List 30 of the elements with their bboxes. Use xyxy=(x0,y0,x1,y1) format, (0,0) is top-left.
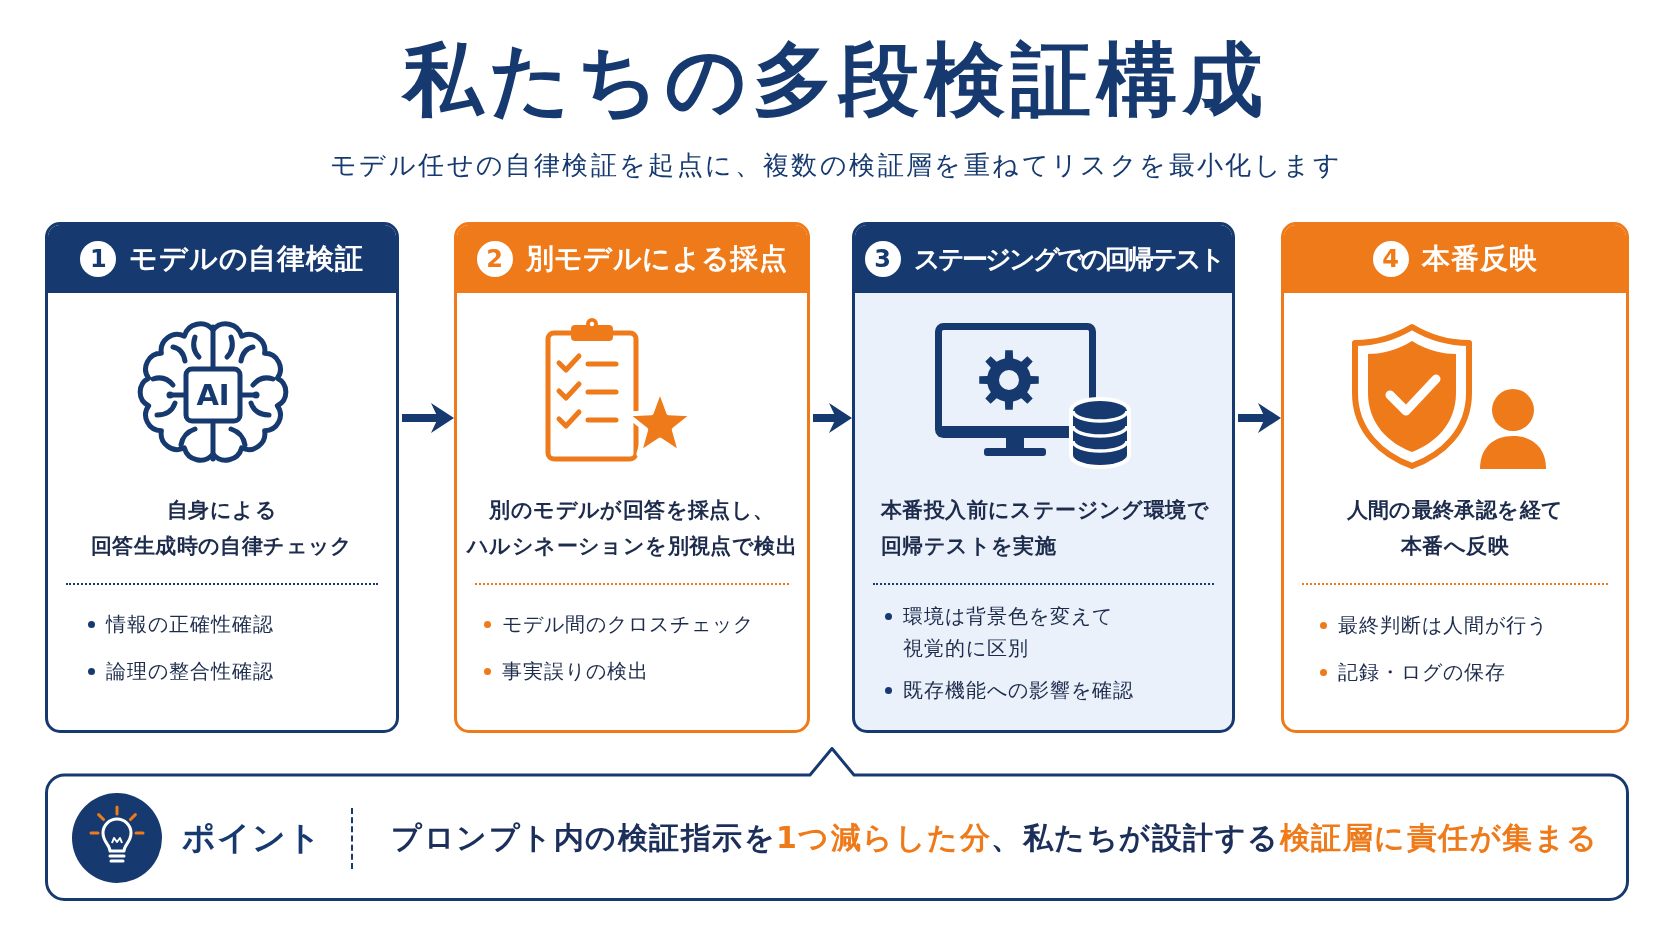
step-card xyxy=(1281,222,1629,733)
card-title: ステージングでの回帰テスト xyxy=(913,243,1223,276)
chip-label: AI xyxy=(195,377,231,413)
number-badge: 4 xyxy=(1372,241,1409,277)
card-title: モデルの自律検証 xyxy=(129,241,364,277)
bullet-text: 事実誤りの検出 xyxy=(502,658,649,685)
callout-box xyxy=(45,747,1629,901)
description: 本番投入前にステージング環境で回帰テストを実施 xyxy=(881,497,1209,560)
bullet-text: 既存機能への影響を確認 xyxy=(903,677,1134,704)
step-card xyxy=(45,222,399,733)
bullet-text: 論理の整合性確認 xyxy=(106,658,274,685)
description: 人間の最終承認を経て本番へ反映 xyxy=(1345,497,1565,560)
subtitle: モデル任せの自律検証を起点に、複数の検証層を重ねてリスクを最小化します xyxy=(329,149,1343,182)
bullet-text: モデル間のクロスチェック xyxy=(502,611,754,638)
number-badge: 1 xyxy=(80,241,117,277)
callout-heading: ポイント xyxy=(182,818,322,858)
number-badge: 2 xyxy=(476,241,513,277)
title: 私たちの多段検証構成 xyxy=(400,32,1270,128)
description: 自身による回答生成時の自律チェック xyxy=(90,497,354,560)
number-badge: 3 xyxy=(864,241,901,277)
step-card xyxy=(454,222,810,733)
bullet-text: 環境は背景色を変えて視覚的に区別 xyxy=(903,603,1113,662)
card-title: 別モデルによる採点 xyxy=(525,241,788,277)
bullet-text: 記録・ログの保存 xyxy=(1338,659,1506,686)
bullet-text: 情報の正確性確認 xyxy=(106,611,274,638)
bullet-text: 最終判断は人間が行う xyxy=(1338,612,1548,639)
description: 別のモデルが回答を採点し、ハルシネーションを別視点で検出 xyxy=(465,497,798,560)
callout-text: プロンプト内の検証指示を1つ減らした分、私たちが設計する検証層に責任が集まる xyxy=(391,819,1599,857)
step-card xyxy=(852,222,1235,733)
card-title: 本番反映 xyxy=(1421,241,1538,277)
